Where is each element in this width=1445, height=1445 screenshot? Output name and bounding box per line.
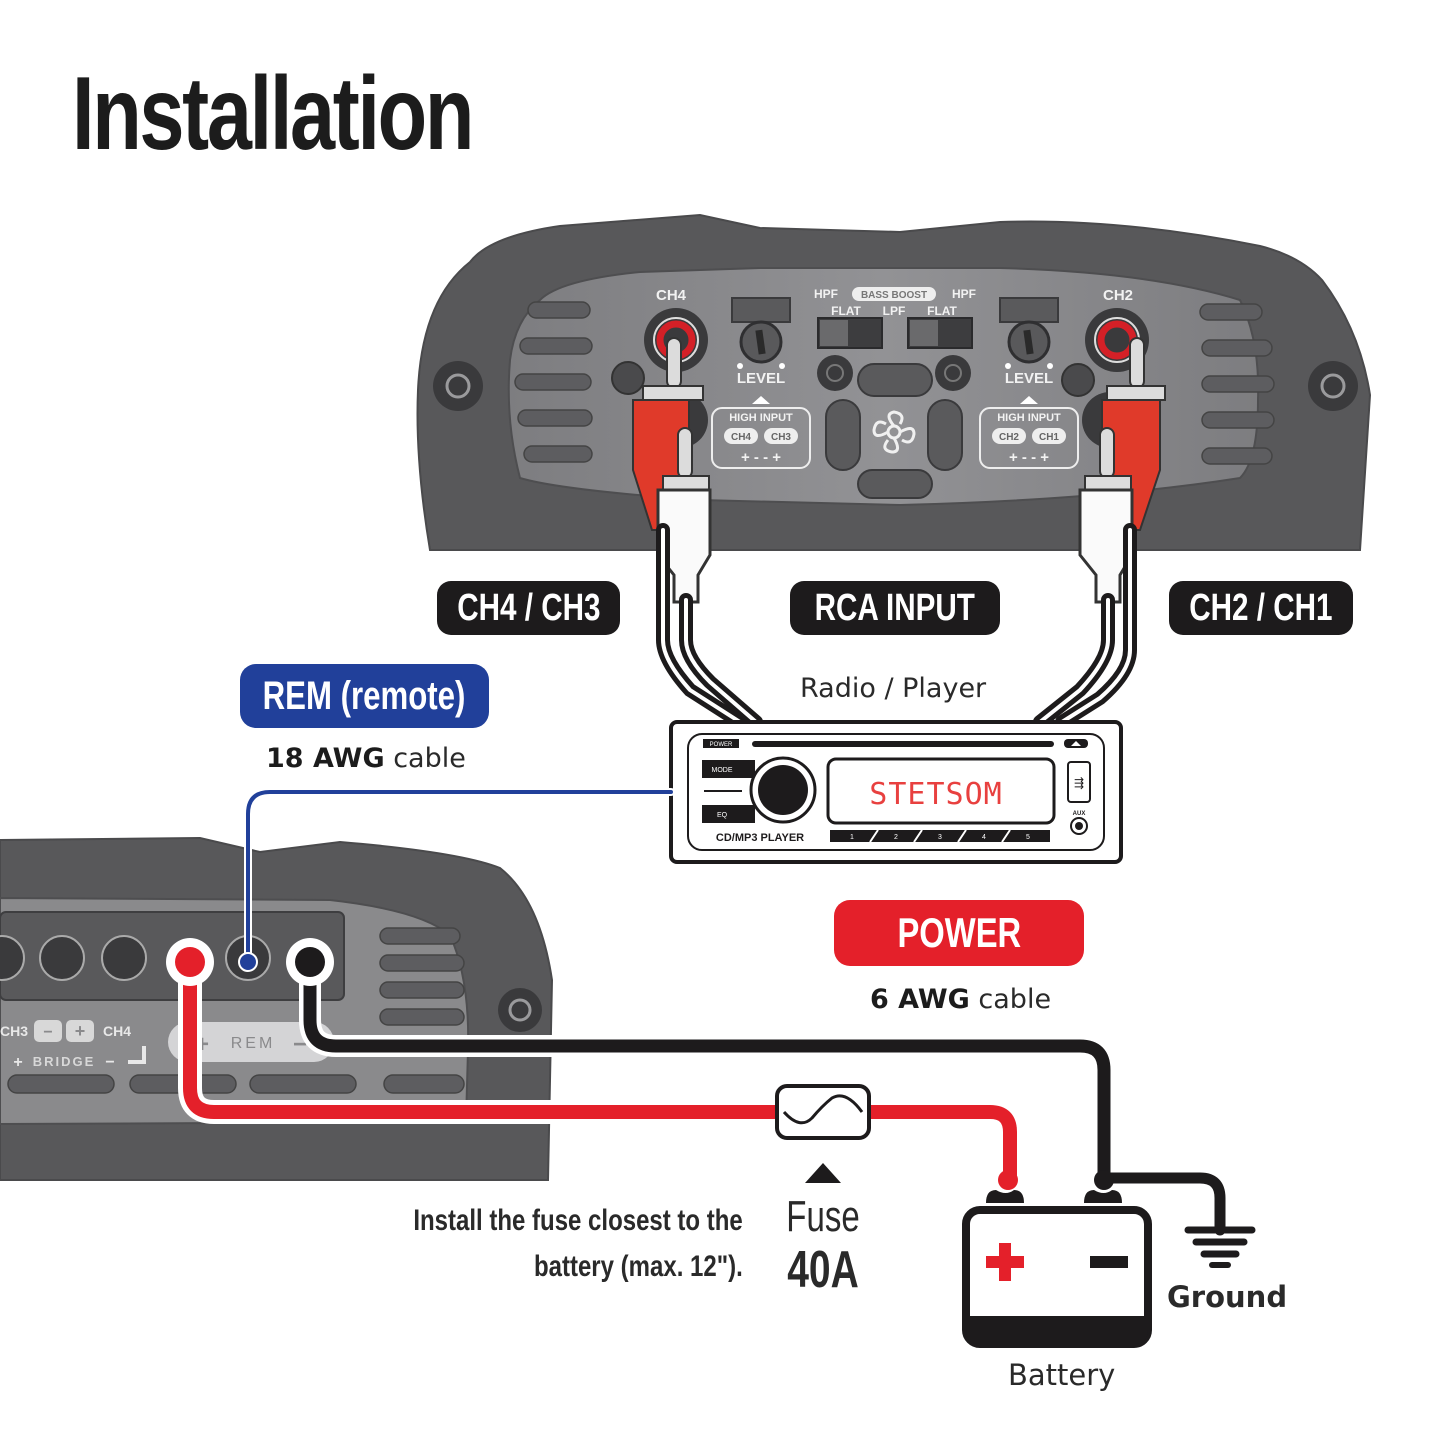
screw-right — [1308, 361, 1358, 411]
cd-slot — [752, 741, 1054, 747]
preset-button-1: 1 — [850, 834, 854, 841]
bottom-amplifier: CH3 − + CH4 + BRIDGE − + REM − — [0, 836, 554, 1181]
vents-left — [514, 301, 593, 463]
top-amplifier: CH4 CH2 LEVEL HIGH INPUT — [416, 213, 1372, 604]
level-knob-left — [731, 297, 791, 369]
fuse-icon — [775, 1084, 871, 1183]
radio-head-unit: POWER MODE EQ CD/MP3 PLAYER STETSOM ⇶ AU… — [669, 720, 1123, 864]
fan-cluster — [817, 355, 971, 499]
preset-button-3: 3 — [938, 834, 942, 841]
svg-text:+ - - +: + - - + — [741, 449, 781, 466]
radio-player-label: Radio / Player — [800, 673, 987, 704]
svg-text:EQ: EQ — [717, 812, 728, 819]
svg-text:HPF: HPF — [952, 287, 976, 301]
rca-plug-white-right — [1078, 427, 1134, 604]
usb-port — [1067, 761, 1091, 803]
ch2-jack-label: CH2 — [1103, 287, 1133, 304]
svg-text:−: − — [105, 1054, 114, 1071]
svg-text:+ - - +: + - - + — [1009, 449, 1049, 466]
fuse-rating: 40A — [787, 1241, 859, 1299]
svg-text:CH1: CH1 — [1039, 432, 1059, 443]
screw-bottom-amp — [498, 988, 542, 1032]
screw-left — [433, 361, 483, 411]
rem-cable-spec: 18 AWG cable — [266, 743, 466, 774]
fuse-arrow — [805, 1163, 841, 1183]
battery-icon — [962, 1170, 1152, 1348]
svg-text:CH3: CH3 — [771, 432, 791, 443]
fuse-install-note: Install the fuse closest to the battery … — [413, 1204, 743, 1283]
eq-button — [702, 805, 755, 823]
terminal-legend — [168, 1022, 334, 1062]
bridge-label: BRIDGE — [33, 1054, 96, 1069]
preset-button-2: 2 — [894, 834, 898, 841]
power-wire — [166, 938, 1022, 1194]
rca-input-label: RCA INPUT — [790, 581, 1000, 635]
svg-text:POWER: POWER — [710, 742, 733, 748]
bridge-ch4-label: CH4 — [103, 1023, 131, 1039]
preset-buttons: 1 2 3 4 5 — [830, 829, 1050, 843]
level-label-left: LEVEL — [737, 370, 785, 387]
crossover-switches: HPF BASS BOOST HPF FLAT LPF FLAT — [814, 287, 976, 349]
ch2-ch1-label: CH2 / CH1 — [1169, 581, 1353, 635]
rca-plug-white-left — [656, 427, 712, 604]
bridge-ch3-label: CH3 — [0, 1023, 28, 1039]
ground-symbol-icon — [1184, 1226, 1256, 1268]
level-label-right: LEVEL — [1005, 370, 1053, 387]
battery-label: Battery — [1008, 1358, 1116, 1392]
ground-wire — [286, 938, 1226, 1236]
ch4-ch3-label: CH4 / CH3 — [437, 581, 620, 635]
svg-text:FLAT: FLAT — [831, 304, 861, 318]
svg-text:HIGH INPUT: HIGH INPUT — [997, 412, 1061, 424]
rem-label: REM (remote) — [240, 664, 489, 728]
rem-terminal-label: REM — [231, 1035, 276, 1052]
svg-text:FLAT: FLAT — [927, 304, 957, 318]
svg-text:BASS BOOST: BASS BOOST — [861, 290, 927, 301]
power-button — [703, 739, 739, 748]
preset-button-5: 5 — [1026, 834, 1030, 841]
power-cable-spec: 6 AWG cable — [870, 984, 1052, 1015]
power-terminal-block — [0, 935, 271, 981]
svg-text:+: + — [13, 1054, 22, 1071]
minus-icon — [1090, 1256, 1128, 1268]
svg-text:CH2: CH2 — [999, 432, 1019, 443]
power-label: POWER — [834, 900, 1084, 966]
svg-text:HIGH INPUT: HIGH INPUT — [729, 412, 793, 424]
vents-right — [1199, 303, 1275, 465]
svg-text:HPF: HPF — [814, 287, 838, 301]
preset-button-4: 4 — [982, 834, 986, 841]
high-input-right: HIGH INPUT CH2 CH1 + - - + — [979, 396, 1079, 469]
mode-button — [702, 760, 755, 778]
svg-text:AUX: AUX — [1073, 811, 1086, 817]
remote-wire — [238, 788, 675, 972]
display-text: STETSOM — [869, 777, 1002, 812]
ch4-jack-label: CH4 — [656, 287, 687, 304]
rca-cables — [656, 523, 1137, 729]
svg-text:−: − — [43, 1024, 52, 1041]
radio-display — [826, 757, 1056, 825]
svg-text:MODE: MODE — [712, 767, 733, 774]
page-title: Installation — [72, 56, 474, 172]
ground-label: Ground — [1167, 1280, 1288, 1314]
svg-text:+: + — [75, 1021, 86, 1041]
high-input-left: HIGH INPUT CH4 CH3 + - - + — [711, 396, 811, 469]
svg-text:CH4: CH4 — [731, 432, 751, 443]
radio-model-label: CD/MP3 PLAYER — [716, 832, 804, 844]
svg-text:LPF: LPF — [883, 304, 906, 318]
fuse-label: Fuse — [786, 1192, 860, 1241]
preset-bar — [830, 830, 1050, 842]
level-knob-right — [999, 297, 1059, 369]
fan-icon — [872, 410, 916, 454]
usb-icon: ⇶ — [1074, 776, 1084, 790]
